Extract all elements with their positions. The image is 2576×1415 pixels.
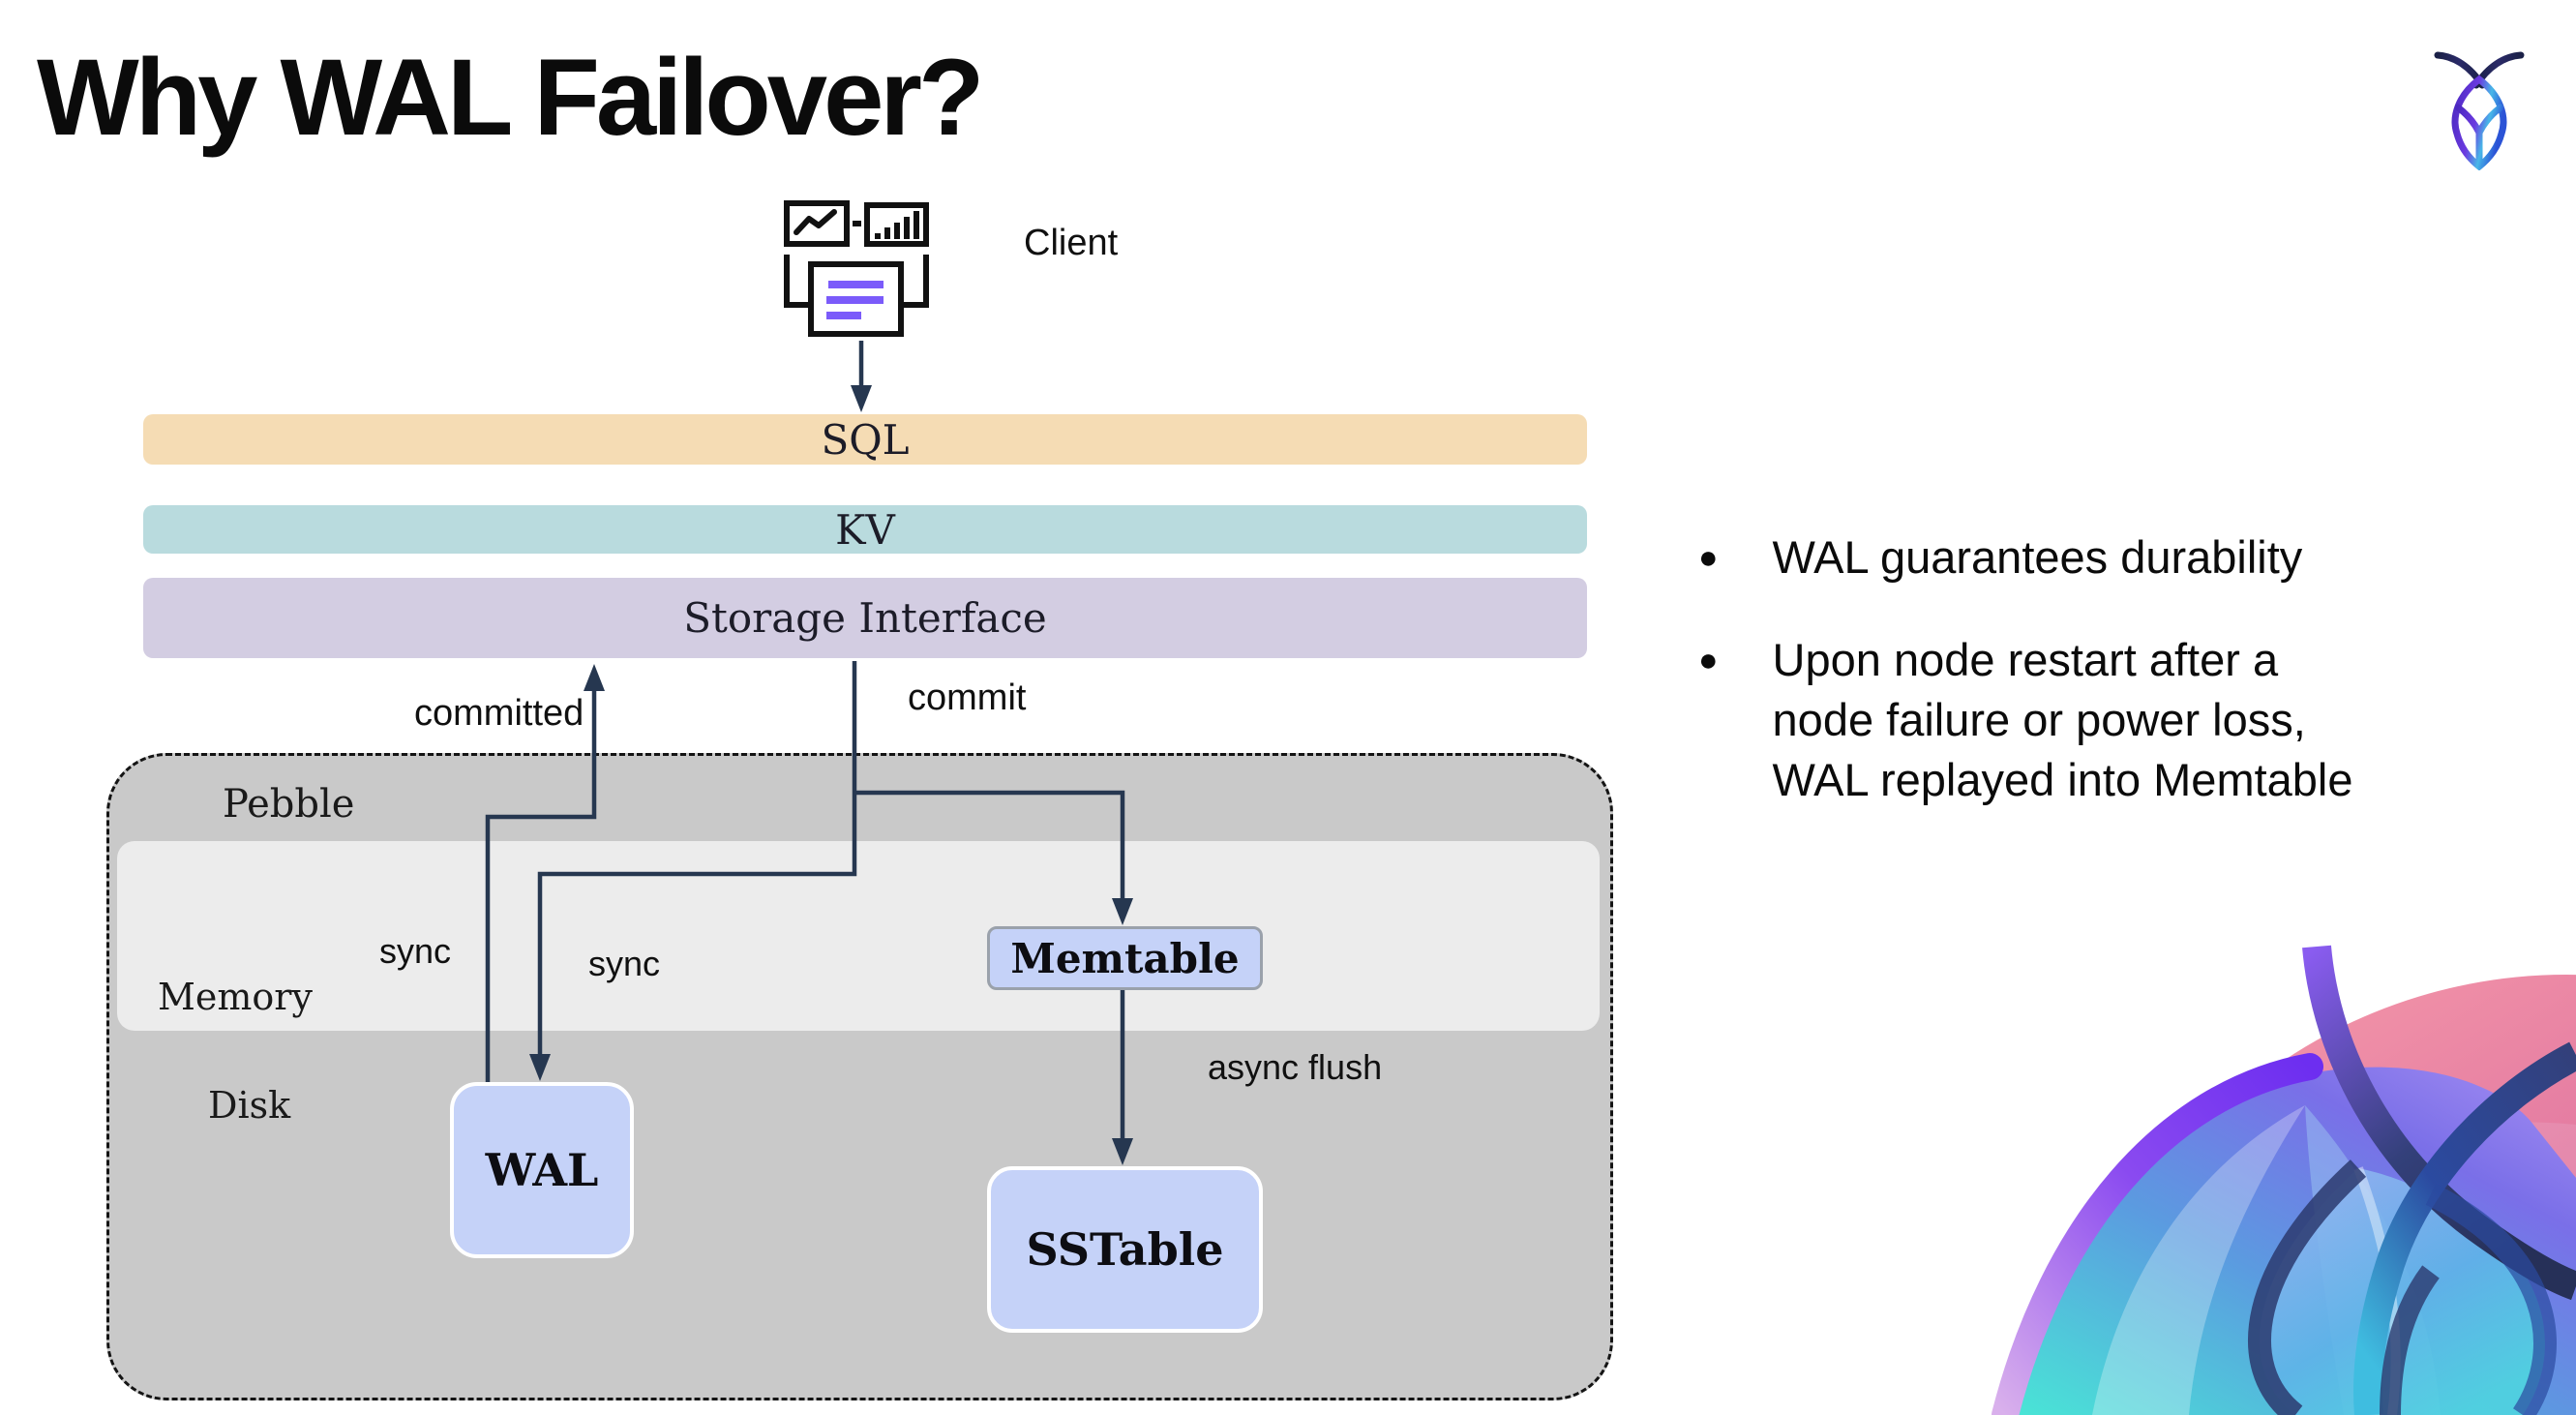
memory-region — [117, 841, 1600, 1031]
brand-artwork-decoration — [1992, 945, 2576, 1415]
list-item: ● Upon node restart after a node failure… — [1698, 630, 2550, 810]
client-devices-icon — [784, 200, 929, 337]
bullet-text: Upon node restart after a node failure o… — [1772, 634, 2353, 805]
layer-storage-interface-label: Storage Interface — [683, 594, 1047, 642]
commit-label: commit — [908, 677, 1027, 718]
sync-right-label: sync — [588, 944, 661, 983]
cockroach-labs-logo-icon — [2434, 51, 2525, 170]
async-flush-label: async flush — [1208, 1047, 1383, 1087]
memtable-node-label: Memtable — [1010, 934, 1240, 982]
disk-label: Disk — [208, 1084, 291, 1127]
layer-kv-label: KV — [835, 505, 895, 554]
bullet-dot: ● — [1698, 539, 1719, 576]
memory-label: Memory — [158, 976, 313, 1018]
sync-left-label: sync — [379, 931, 452, 971]
memtable-node: Memtable — [987, 926, 1263, 990]
bullet-list: ● WAL guarantees durability ● Upon node … — [1698, 527, 2550, 853]
pebble-label: Pebble — [223, 782, 355, 827]
arrowhead-committed-up — [584, 664, 605, 691]
sstable-node: SSTable — [987, 1166, 1263, 1333]
layer-sql-label: SQL — [821, 415, 910, 464]
layer-kv: KV — [143, 505, 1587, 554]
layer-sql: SQL — [143, 414, 1587, 465]
client-label: Client — [1024, 223, 1119, 263]
sstable-node-label: SSTable — [1026, 1223, 1224, 1276]
arrowhead-client-down — [851, 385, 872, 412]
wal-node: WAL — [450, 1082, 634, 1258]
committed-label: committed — [414, 693, 584, 734]
list-item: ● WAL guarantees durability — [1698, 527, 2550, 587]
wal-node-label: WAL — [485, 1144, 599, 1196]
bullet-dot: ● — [1698, 642, 1719, 678]
layer-storage-interface: Storage Interface — [143, 578, 1587, 658]
bullet-text: WAL guarantees durability — [1772, 531, 2303, 583]
page-title: Why WAL Failover? — [37, 37, 984, 158]
